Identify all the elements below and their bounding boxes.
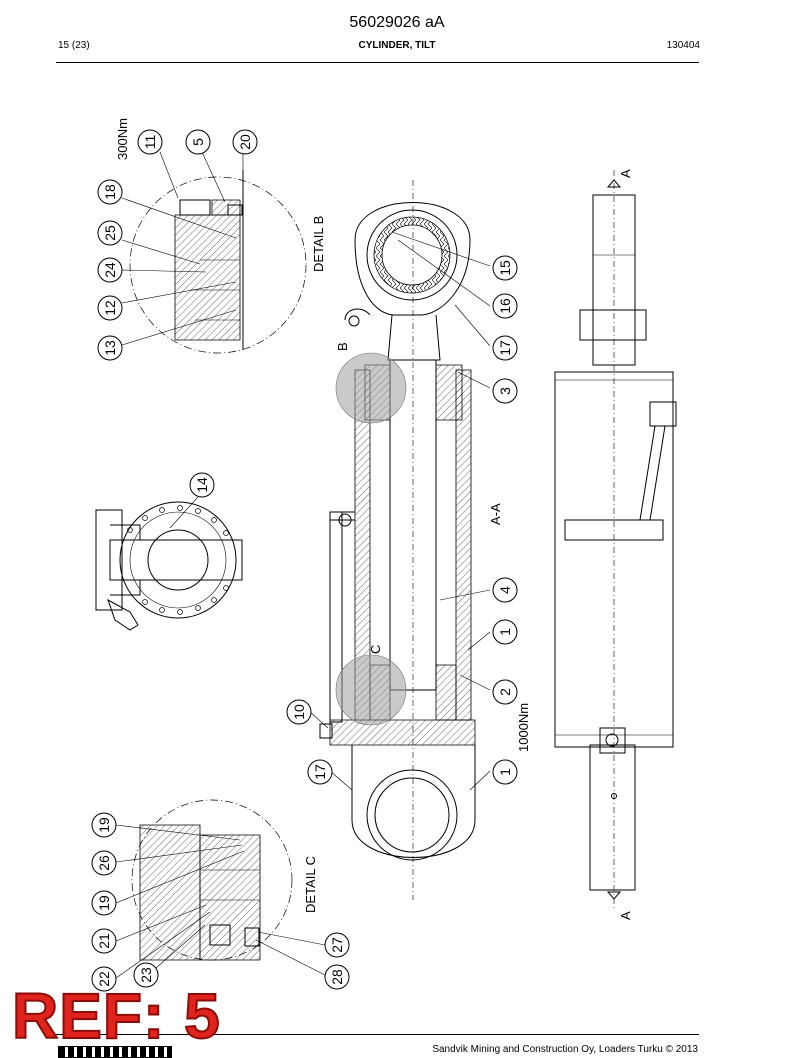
svg-text:3: 3: [497, 387, 513, 395]
callout-bubble: 10: [286, 699, 312, 725]
svg-text:4: 4: [497, 586, 513, 594]
callout-bubble: 17: [307, 759, 333, 785]
page-title: CYLINDER, TILT: [358, 40, 436, 51]
detail-b-label: DETAIL B: [311, 216, 326, 272]
callout-bubble: 2: [492, 679, 518, 705]
callout-bubble: 16: [492, 293, 518, 319]
svg-text:24: 24: [102, 262, 118, 278]
torque-label-300: 300Nm: [115, 118, 130, 160]
svg-text:19: 19: [96, 817, 112, 833]
page-number: 15 (23): [58, 40, 90, 51]
callout-bubble: 14: [189, 472, 215, 498]
svg-text:12: 12: [102, 300, 118, 316]
callout-bubble: 5: [185, 129, 211, 155]
callout-bubble: 19: [91, 812, 117, 838]
callout-bubble: 19: [91, 890, 117, 916]
svg-text:19: 19: [96, 895, 112, 911]
svg-text:16: 16: [497, 298, 513, 314]
callout-bubble: 22: [91, 966, 117, 992]
section-mark-a-bottom: A: [618, 911, 633, 920]
date-code: 130404: [666, 40, 700, 51]
svg-text:10: 10: [291, 704, 307, 720]
callout-bubble: 24: [97, 257, 123, 283]
callout-bubble: 20: [232, 129, 258, 155]
callout-bubble: 23: [133, 962, 159, 988]
callout-bubble: 1: [492, 619, 518, 645]
callout-bubble: 17: [492, 335, 518, 361]
callout-bubble: 11: [137, 129, 163, 155]
svg-text:28: 28: [329, 969, 345, 985]
svg-text:5: 5: [190, 138, 206, 146]
footer-copyright: Sandvik Mining and Construction Oy, Load…: [432, 1044, 698, 1055]
section-a-a: [319, 180, 476, 900]
svg-text:27: 27: [329, 937, 345, 953]
svg-text:25: 25: [102, 225, 118, 241]
svg-text:23: 23: [138, 967, 154, 983]
section-label: A-A: [488, 503, 503, 525]
callout-bubble: 4: [492, 577, 518, 603]
callout-bubble: 13: [97, 335, 123, 361]
callout-bubble: 25: [97, 220, 123, 246]
torque-label-1000: 1000Nm: [516, 703, 531, 752]
svg-text:18: 18: [102, 184, 118, 200]
svg-text:21: 21: [96, 933, 112, 949]
external-view: [554, 170, 677, 910]
svg-text:17: 17: [312, 764, 328, 780]
svg-text:17: 17: [497, 340, 513, 356]
end-view: [95, 501, 243, 631]
callout-bubble: 18: [97, 179, 123, 205]
callout-bubble: 28: [324, 964, 350, 990]
svg-text:26: 26: [96, 855, 112, 871]
callout-bubble: 27: [324, 932, 350, 958]
svg-text:2: 2: [497, 688, 513, 696]
section-mark-a-top: A: [618, 169, 633, 178]
svg-text:1: 1: [497, 628, 513, 636]
detail-c-view: [131, 799, 293, 961]
detail-b-view: [129, 170, 307, 354]
callout-bubble: 26: [91, 850, 117, 876]
section-mark-b: B: [335, 342, 350, 351]
callout-bubble: 12: [97, 295, 123, 321]
footer-rule: [56, 1034, 699, 1035]
detail-c-label: DETAIL C: [303, 856, 318, 913]
header-rule: [56, 62, 699, 63]
svg-text:1: 1: [497, 768, 513, 776]
leader-lines: [115, 151, 491, 979]
section-mark-c: C: [368, 645, 383, 654]
drawing-labels: 300Nm DETAIL B B A-A C 1000Nm DETAIL C A…: [115, 118, 633, 920]
svg-text:20: 20: [237, 134, 253, 150]
callout-bubble: 3: [492, 378, 518, 404]
callout-bubbles: 11 5 20 18 25 24 12 13 14 15 16 17 3 4 1…: [91, 129, 518, 992]
svg-text:14: 14: [194, 477, 210, 493]
callout-bubble: 1: [492, 759, 518, 785]
svg-text:22: 22: [96, 971, 112, 987]
callout-bubble: 15: [492, 255, 518, 281]
ref-stamp: REF: 5: [11, 980, 221, 1052]
callout-bubble: 21: [91, 928, 117, 954]
svg-text:13: 13: [102, 340, 118, 356]
document-number: 56029026 aA: [349, 14, 445, 31]
svg-text:15: 15: [497, 260, 513, 276]
svg-text:11: 11: [142, 135, 158, 150]
